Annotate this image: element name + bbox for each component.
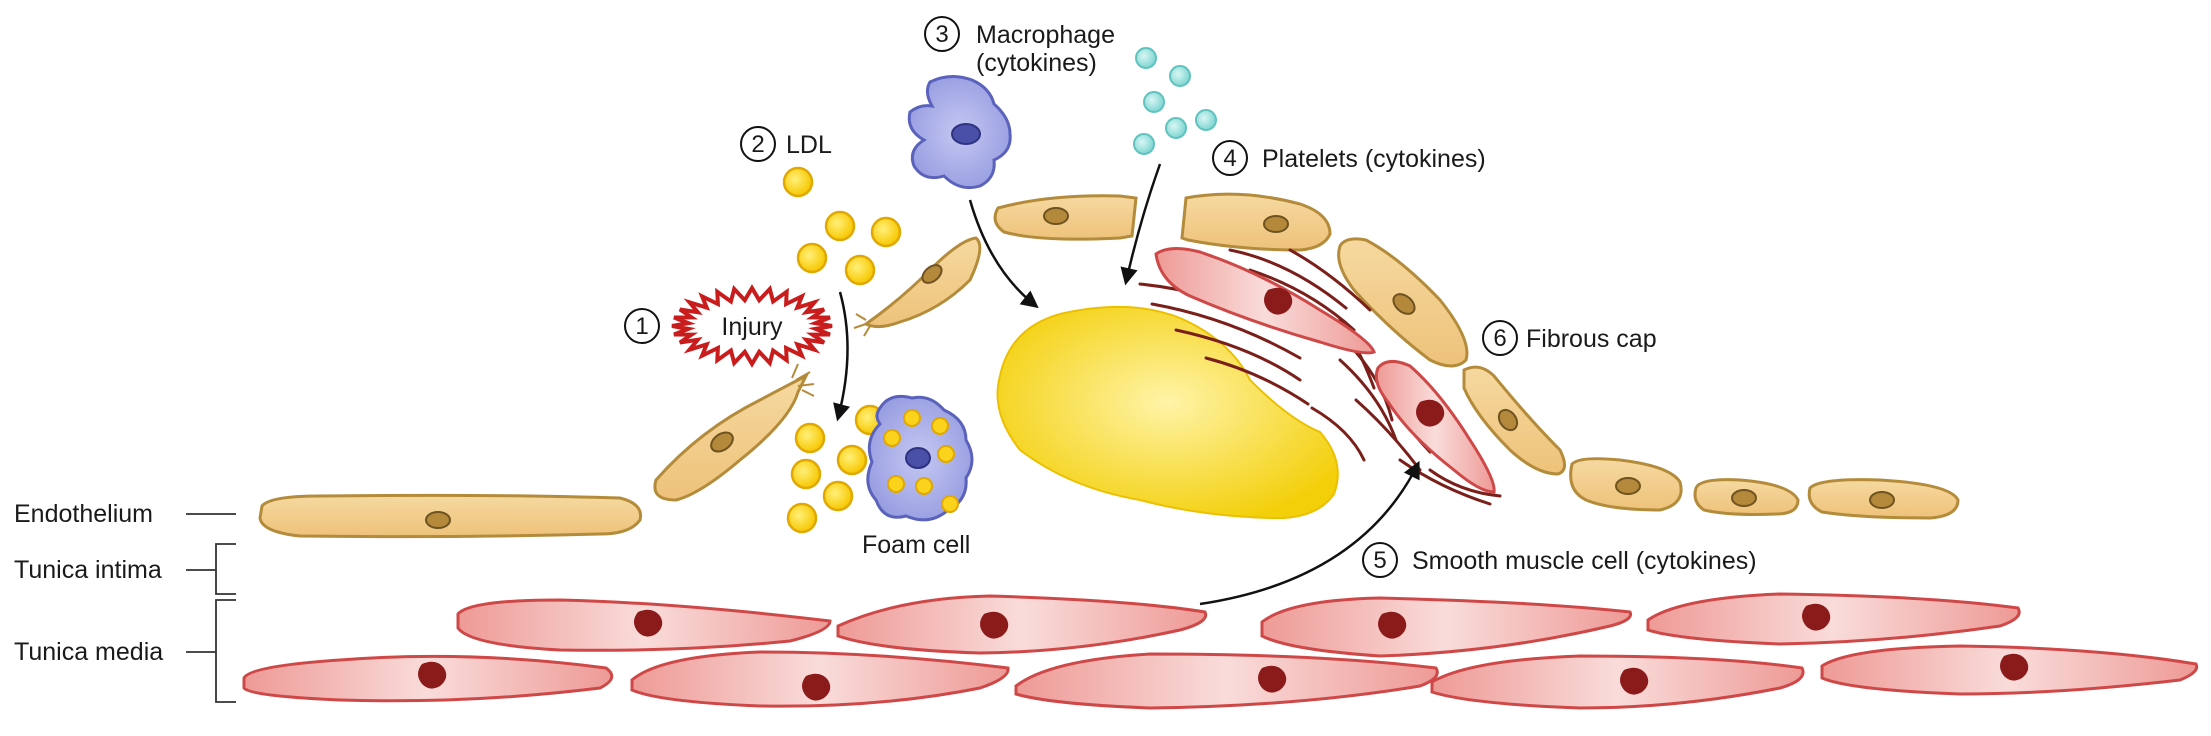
endothelial-cell <box>258 493 643 539</box>
endothelial-cell <box>653 363 815 502</box>
tunica-media-cells <box>242 592 2199 710</box>
foam-cell <box>866 394 974 522</box>
platelets <box>1133 47 1217 155</box>
injury-burst <box>671 284 833 368</box>
tunica-intima-bracket <box>186 543 236 595</box>
ldl-label: LDL <box>786 131 832 159</box>
ldl-particle <box>836 444 868 476</box>
smooth-muscle-cell <box>1646 592 2021 646</box>
cap-smooth-muscle-cell <box>1374 360 1496 494</box>
smooth-muscle-cell <box>456 598 832 652</box>
endothelial-cell <box>1693 478 1800 516</box>
endothelial-cell <box>1462 365 1566 476</box>
platelets-label: Platelets (cytokines) <box>1262 145 1486 173</box>
tunica-intima-label: Tunica intima <box>14 556 162 584</box>
platelet <box>1195 109 1217 131</box>
step-1-circle <box>624 308 660 344</box>
ldl-particles <box>782 166 902 534</box>
step-markers <box>624 16 1518 578</box>
arrow-ldl-to-foam-cell <box>833 291 851 422</box>
ldl-particle <box>794 422 826 454</box>
step-5-circle <box>1362 542 1398 578</box>
smooth-muscle-cell <box>1260 596 1633 658</box>
platelet <box>1133 133 1155 155</box>
smooth-muscle-cell <box>1014 652 1439 710</box>
macrophage <box>907 75 1012 190</box>
smooth-muscle-cell <box>1430 654 1805 710</box>
arrow-macrophage-to-core <box>968 199 1039 309</box>
endothelial-cell <box>1569 457 1683 512</box>
injury-label: Injury <box>721 313 783 341</box>
step-numbers: 1 2 3 4 5 6 <box>635 21 1506 574</box>
endothelial-cell <box>1807 478 1960 520</box>
macrophage-label: Macrophage <box>976 21 1115 49</box>
ldl-particle <box>790 458 822 490</box>
arrow-platelets-to-core <box>1120 163 1162 286</box>
ldl-particle <box>782 166 814 198</box>
step-1-number: 1 <box>635 313 648 340</box>
step-4-circle <box>1212 140 1248 176</box>
step-4-number: 4 <box>1223 145 1236 172</box>
lipid-core <box>996 305 1339 520</box>
endothelial-cell <box>993 194 1138 241</box>
ldl-particle <box>844 254 876 286</box>
platelet <box>1165 117 1187 139</box>
cap-smooth-muscle-cell <box>1154 247 1376 355</box>
endothelial-cell <box>1180 192 1332 252</box>
smooth-muscle-label: Smooth muscle cell (cytokines) <box>1412 547 1757 575</box>
platelet <box>1135 47 1157 69</box>
step-5-number: 5 <box>1373 547 1386 574</box>
arrow-smooth-muscle-to-cap <box>1199 460 1420 606</box>
endothelial-cell <box>1337 237 1469 368</box>
endothelial-cell <box>853 236 982 337</box>
step-3-number: 3 <box>935 21 948 48</box>
arrows <box>833 163 1420 606</box>
smooth-muscle-cell <box>242 654 614 703</box>
endothelial-cells <box>258 192 1960 539</box>
labels: Injury LDL Macrophage (cytokines) Platel… <box>14 21 1757 666</box>
ldl-particle <box>822 480 854 512</box>
smooth-muscle-cell <box>1820 644 2199 696</box>
ldl-particle <box>824 210 856 242</box>
step-2-number: 2 <box>751 131 764 158</box>
smooth-muscle-cell <box>630 650 1010 708</box>
foam-cell-label: Foam cell <box>862 531 970 559</box>
platelet <box>1169 65 1191 87</box>
smooth-muscle-cell <box>836 594 1208 655</box>
macrophage-cytokines-label: (cytokines) <box>976 49 1097 77</box>
step-6-number: 6 <box>1493 325 1506 352</box>
ldl-particle <box>870 216 902 248</box>
step-2-circle <box>740 126 776 162</box>
step-3-circle <box>924 16 960 52</box>
platelet <box>1143 91 1165 113</box>
step-6-circle <box>1482 320 1518 356</box>
layer-brackets <box>186 513 236 703</box>
tunica-media-label: Tunica media <box>14 638 163 666</box>
ldl-particle <box>796 242 828 274</box>
fibrous-cap-label: Fibrous cap <box>1526 325 1657 353</box>
ldl-particle <box>786 502 818 534</box>
endothelium-label: Endothelium <box>14 500 153 528</box>
tunica-media-bracket <box>186 599 236 703</box>
